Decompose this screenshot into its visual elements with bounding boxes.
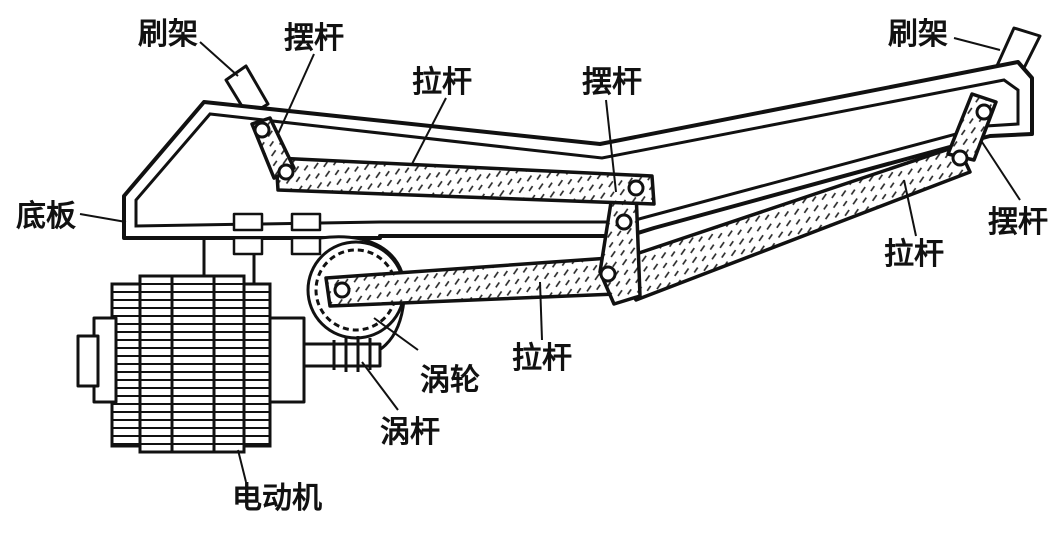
label-rocker-middle: 摆杆 bbox=[582, 65, 642, 100]
label-pull-rod-lower: 拉杆 bbox=[512, 341, 572, 376]
label-brush-holder-left: 刷架 bbox=[138, 17, 198, 52]
worm-shaft bbox=[298, 336, 382, 372]
label-pull-rod-top: 拉杆 bbox=[412, 65, 472, 100]
label-motor: 电动机 bbox=[232, 481, 322, 516]
label-rocker-right: 摆杆 bbox=[988, 205, 1048, 240]
pivot-pins bbox=[253, 103, 993, 299]
label-pull-rod-right: 拉杆 bbox=[884, 237, 944, 272]
leader-lines bbox=[79, 37, 1021, 483]
electric-motor bbox=[76, 274, 306, 454]
upper-pull-rod bbox=[274, 156, 656, 206]
label-brush-holder-right: 刷架 bbox=[888, 17, 948, 52]
label-rocker-left: 摆杆 bbox=[284, 21, 344, 56]
label-worm-wheel: 涡轮 bbox=[420, 363, 480, 398]
label-worm: 涡杆 bbox=[380, 415, 440, 450]
label-base-plate: 底板 bbox=[16, 199, 76, 234]
